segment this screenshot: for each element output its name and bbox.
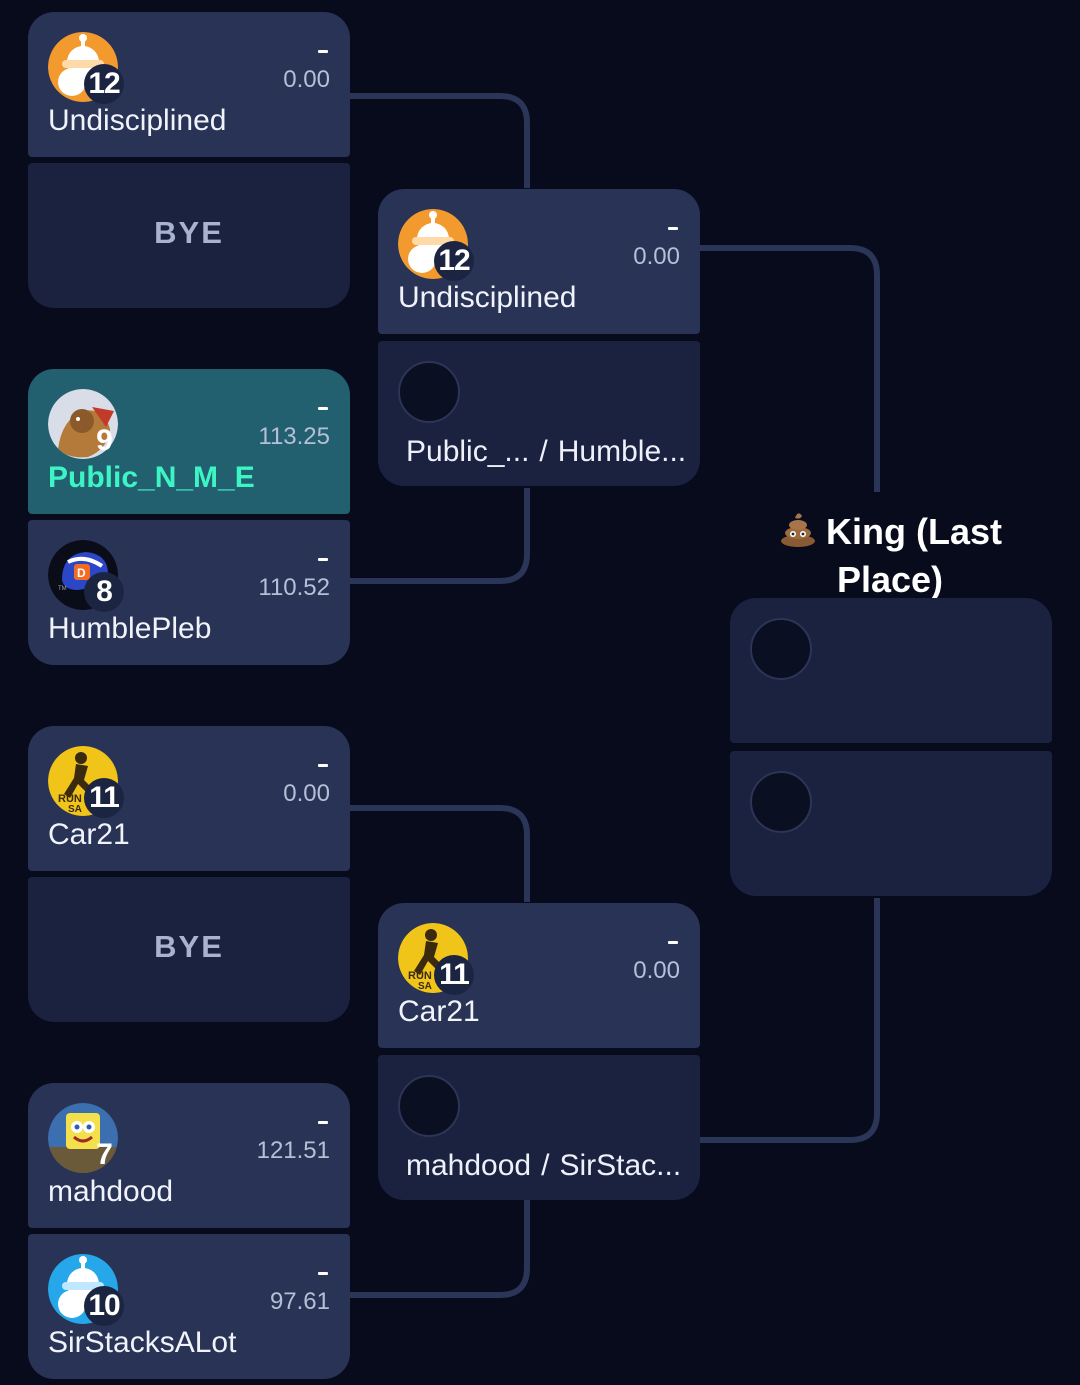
bracket-title-text: King (Last Place) (826, 511, 1002, 600)
team-name-winner: Public_N_M_E (48, 461, 255, 494)
r2m1-team-card[interactable]: 12 0.00 Undisciplined (378, 189, 700, 334)
final-slot-1[interactable] (730, 598, 1052, 743)
svg-text:TM: TM (58, 586, 67, 592)
r1m3-team-card[interactable]: 11 0.00 Car21 (28, 726, 350, 871)
bye-label: BYE (154, 215, 224, 250)
seed-badge: 9 (96, 424, 113, 457)
pending-separator: / (539, 435, 548, 468)
score: 121.51 (256, 1137, 330, 1164)
final-slot-2[interactable] (730, 751, 1052, 896)
pending-matchup: Public_... / Humble... (406, 435, 686, 469)
bracket-title: King (Last Place) (760, 508, 1020, 602)
r1m3-bye-card: BYE (28, 877, 350, 1022)
result-dash (668, 227, 678, 230)
score: 0.00 (283, 780, 330, 807)
score: 97.61 (269, 1288, 330, 1315)
pending-matchup: mahdood / SirStac... (406, 1149, 681, 1183)
score: 113.25 (258, 423, 330, 450)
empty-avatar-placeholder (750, 618, 812, 680)
seed-badge: 11 (84, 778, 124, 818)
seed-badge: 7 (96, 1138, 113, 1171)
score: 110.52 (258, 574, 330, 601)
r1m4-team-card[interactable]: 7 121.51 mahdood (28, 1083, 350, 1228)
r1m2-opponent-card[interactable]: D TM 8 110.52 HumblePleb (28, 520, 350, 665)
team-name: mahdood (48, 1175, 174, 1208)
r2m2-team-card[interactable]: 11 0.00 Car21 (378, 903, 700, 1048)
result-dash (668, 941, 678, 944)
seed-badge: 11 (434, 955, 474, 995)
result-dash (318, 558, 328, 561)
empty-avatar-placeholder (398, 1075, 460, 1137)
bye-label: BYE (154, 929, 224, 964)
result-dash (318, 764, 328, 767)
r1m1-bye-card: BYE (28, 163, 350, 308)
pending-right: Humble... (557, 435, 687, 468)
result-dash (318, 50, 328, 53)
r1m4-opponent-card[interactable]: 10 97.61 SirStacksALot (28, 1234, 350, 1379)
seed-badge: 12 (434, 241, 474, 281)
r2m1-pending-card[interactable]: Public_... / Humble... (378, 341, 700, 486)
fighter-avatar-icon (48, 389, 118, 459)
team-name: Car21 (48, 818, 130, 851)
svg-text:D: D (77, 566, 86, 580)
score: 0.00 (633, 957, 680, 984)
r1m1-team-card[interactable]: 12 0.00 Undisciplined (28, 12, 350, 157)
pending-right: SirStac... (559, 1149, 682, 1182)
poop-emoji-icon (778, 508, 818, 558)
team-name: Car21 (398, 995, 480, 1028)
pending-left: mahdood (406, 1149, 532, 1182)
r1m2-team-card[interactable]: 9 113.25 Public_N_M_E (28, 369, 350, 514)
seed-badge: 12 (84, 64, 124, 104)
pending-separator: / (541, 1149, 550, 1182)
empty-avatar-placeholder (750, 771, 812, 833)
empty-avatar-placeholder (398, 361, 460, 423)
team-name: Undisciplined (398, 281, 577, 314)
r2m2-pending-card[interactable]: mahdood / SirStac... (378, 1055, 700, 1200)
team-name: SirStacksALot (48, 1326, 237, 1359)
team-name: HumblePleb (48, 612, 212, 645)
result-dash (318, 407, 328, 410)
score: 0.00 (633, 243, 680, 270)
seed-badge: 8 (84, 572, 124, 612)
pending-left: Public_... (406, 435, 530, 468)
result-dash (318, 1121, 328, 1124)
seed-badge: 10 (84, 1286, 124, 1326)
team-name: Undisciplined (48, 104, 227, 137)
result-dash (318, 1272, 328, 1275)
score: 0.00 (283, 66, 330, 93)
